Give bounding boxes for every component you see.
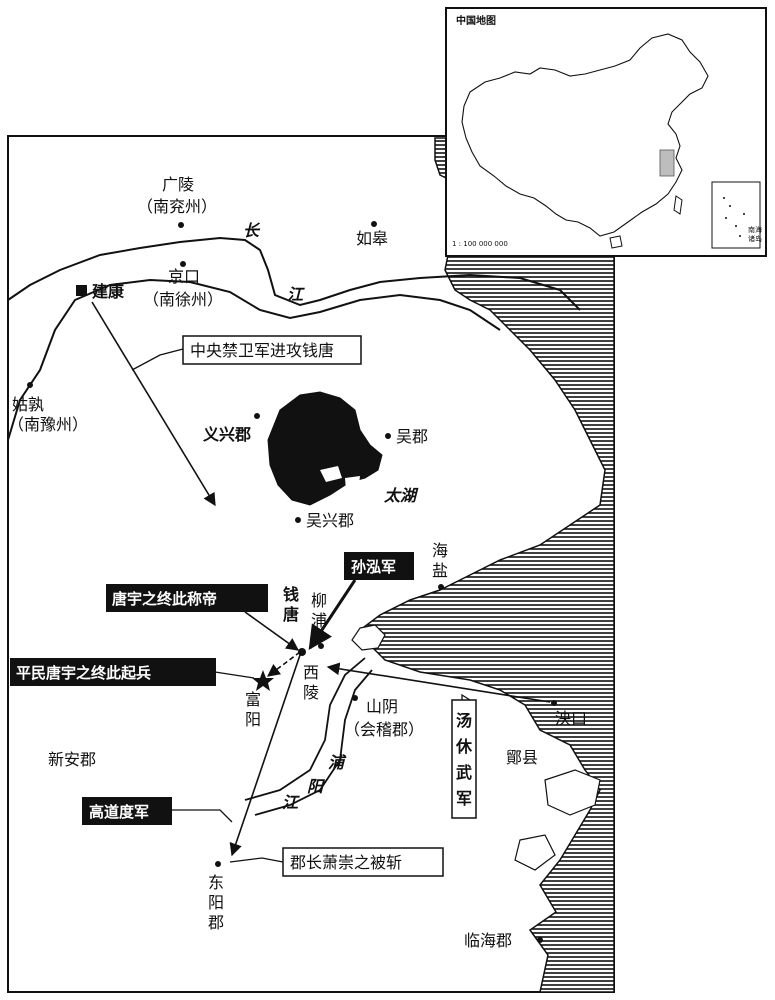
label-qiantang-2: 唐 <box>283 605 299 624</box>
label-fuyang-1: 富 <box>245 690 261 709</box>
label-wuxing: 吴兴郡 <box>306 511 354 530</box>
label-leaders <box>131 348 471 863</box>
china-outline <box>461 33 709 237</box>
label-changjiang-2: 江 <box>287 285 305 304</box>
label-jiankang: 建康 <box>92 282 125 301</box>
army-routes <box>91 301 551 857</box>
label-puyang-3: 浦 <box>328 753 347 772</box>
south-sea-label-1: 南海 <box>748 225 762 234</box>
label-qiantang-1: 钱 <box>283 585 299 604</box>
inset-scale: 1 : 100 000 000 <box>452 240 508 248</box>
taiwan-outline <box>673 195 683 215</box>
label-xiling-1: 西 <box>303 663 319 682</box>
annotation-box-xiaochong <box>282 847 444 877</box>
uprising-star <box>252 670 274 691</box>
label-xinan: 新安郡 <box>48 750 96 769</box>
annotation-box-gao <box>82 797 172 825</box>
label-linhai: 临海郡 <box>464 931 512 950</box>
annotation-sun-hong: 孙泓军 <box>351 558 396 576</box>
inset-map: 中国地图 南海 诸岛 1 : 100 000 000 <box>445 7 767 257</box>
annotation-tang-xiuwu-2: 休 <box>455 737 473 756</box>
annotation-tang-xiuwu-3: 武 <box>456 763 472 782</box>
south-sea-inset <box>711 181 761 249</box>
coastal-island <box>514 834 556 871</box>
annotation-tang-emperor: 唐宇之终此称帝 <box>112 590 217 608</box>
taihu-island <box>320 466 342 482</box>
label-liupu-1: 柳 <box>311 591 327 610</box>
label-gushu: 姑孰 <box>12 395 44 414</box>
label-haiyan-2: 盐 <box>432 561 448 580</box>
capital-marker <box>76 285 87 296</box>
label-rugao: 如皋 <box>356 229 388 248</box>
label-fuyang-2: 阳 <box>245 710 261 729</box>
yangtze-north-bank <box>7 236 581 311</box>
label-changjiang-1: 长 <box>243 221 261 240</box>
annotation-guard-attack: 中央禁卫军进攻钱唐 <box>190 341 334 360</box>
label-gushu-sub: （南豫州） <box>8 415 88 434</box>
label-dongyang-2: 阳 <box>208 893 224 912</box>
taihu-island <box>345 476 360 492</box>
hainan-outline <box>609 235 623 249</box>
annotation-tang-xiuwu-4: 军 <box>456 789 472 808</box>
label-wujun: 吴郡 <box>396 427 428 446</box>
label-maoxian: 鄮县 <box>506 748 538 767</box>
label-liupu-2: 浦 <box>311 611 327 630</box>
annotation-box-sunhong <box>344 552 414 580</box>
label-puyang-2: 阳 <box>307 777 326 796</box>
label-shanyin-sub: （会稽郡） <box>344 720 424 739</box>
label-guangling: 广陵 <box>162 175 194 194</box>
annotation-box-tangxiuwu <box>451 699 477 819</box>
annotation-box-uprising <box>10 658 216 686</box>
south-sea-label-2: 诸岛 <box>748 234 762 243</box>
annotation-tang-uprising: 平民唐宇之终此起兵 <box>16 664 151 682</box>
bay-island <box>351 624 386 651</box>
yangtze-south-bank <box>7 278 501 441</box>
east-sea <box>358 137 615 993</box>
label-taihu: 太湖 <box>383 486 419 505</box>
taihu-lake <box>267 391 383 506</box>
inset-title: 中国地图 <box>456 14 496 27</box>
label-puyang-1: 江 <box>282 793 300 812</box>
annotation-tang-xiuwu-1: 汤 <box>456 711 472 730</box>
puyang-river <box>244 657 366 801</box>
label-jiaokou: 泱口 <box>555 709 587 728</box>
label-dongyang-1: 东 <box>208 873 224 892</box>
label-shanyin: 山阴 <box>366 697 398 716</box>
label-yixing: 义兴郡 <box>203 425 251 444</box>
south-sea-islands <box>723 197 745 237</box>
label-guangling-sub: （南兖州） <box>137 197 217 216</box>
label-xiling-2: 陵 <box>303 683 319 702</box>
label-jingkou-sub: （南徐州） <box>143 290 223 309</box>
annotation-xiao-chong: 郡长萧崇之被斩 <box>290 853 402 872</box>
label-haiyan-1: 海 <box>432 541 448 560</box>
coastal-island <box>544 769 601 816</box>
annotation-box-guard <box>182 335 362 365</box>
annotation-box-emperor <box>106 584 268 612</box>
puyang-river-bank <box>254 669 373 816</box>
region-highlight <box>659 149 675 177</box>
label-jingkou: 京口 <box>168 267 200 286</box>
annotation-gao-army: 高道度军 <box>89 803 149 821</box>
label-dongyang-3: 郡 <box>208 913 224 932</box>
settlement-dots <box>27 221 557 943</box>
